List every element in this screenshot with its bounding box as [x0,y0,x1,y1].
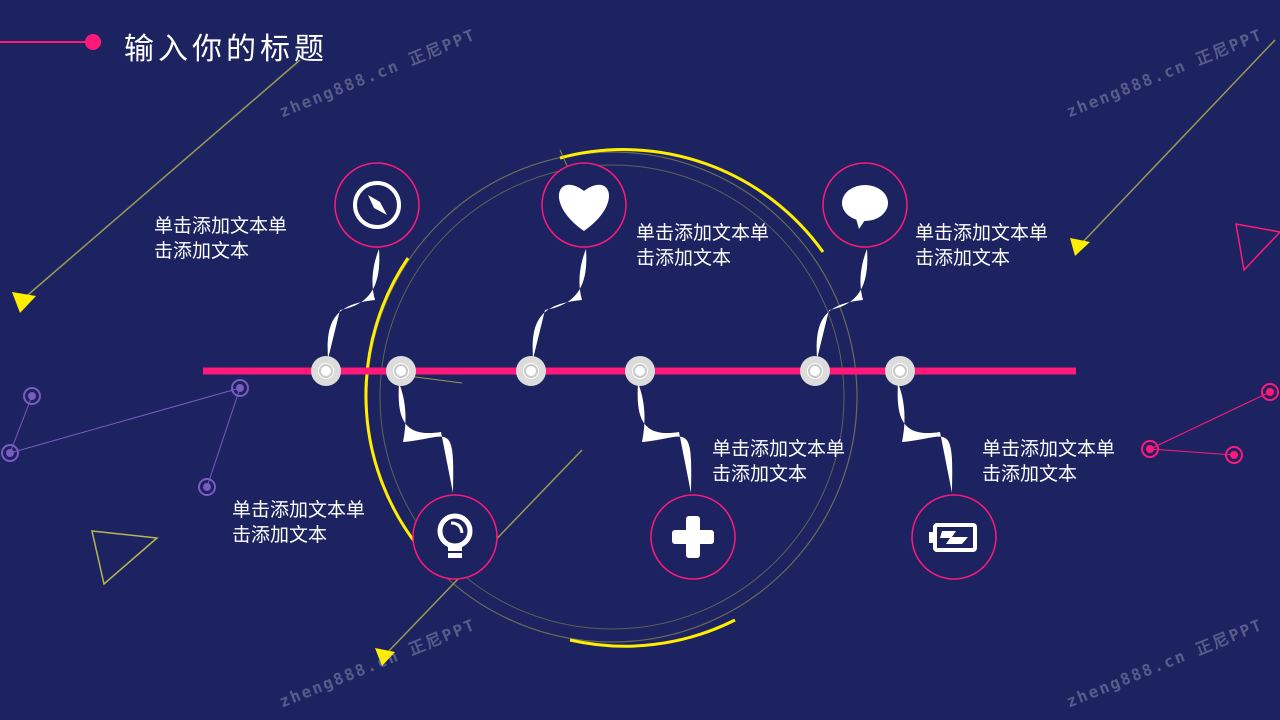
heart-icon[interactable] [541,162,627,248]
caption-compass[interactable]: 单击添加文本单 击添加文本 [154,215,288,262]
timeline-node-plus[interactable] [625,356,655,386]
speech-bubble-icon[interactable] [822,162,908,248]
center-arc-yellow [559,148,825,253]
decor-triangle [12,292,36,313]
connector-bulb [398,383,454,493]
timeline-connectors [327,249,953,493]
decor-line [1079,39,1276,246]
caption-chat[interactable]: 单击添加文本单 击添加文本 [915,222,1049,269]
compass-icon[interactable] [334,162,420,248]
caption-battery[interactable]: 单击添加文本单 击添加文本 [982,438,1116,485]
decor-triangle [1070,238,1090,256]
lightbulb-icon[interactable] [412,494,498,580]
caption-bulb[interactable]: 单击添加文本单 击添加文本 [232,499,366,546]
timeline-node-compass[interactable] [311,356,341,386]
timeline-node-bulb[interactable] [386,356,416,386]
caption-plus[interactable]: 单击添加文本单 击添加文本 [712,438,846,485]
slide-title[interactable]: 输入你的标题 [124,32,328,67]
center-arc-yellow [364,257,419,546]
battery-icon[interactable] [911,494,997,580]
timeline-node-battery[interactable] [885,356,915,386]
connector-plus [637,383,692,493]
connector-heart [532,249,587,359]
caption-heart[interactable]: 单击添加文本单 击添加文本 [636,222,770,269]
timeline-node-chat[interactable] [800,356,830,386]
timeline-nodes [311,356,915,386]
center-ring-inner [379,164,845,630]
decor-triangle-outline [1235,223,1280,272]
decor-network-right [1141,383,1279,464]
connector-battery [897,383,953,493]
title-marker-dot [85,34,101,50]
decor-triangle [375,648,395,666]
center-arc-yellow [569,618,736,648]
timeline-icons [334,162,997,580]
plus-icon[interactable] [650,494,736,580]
decor-line [21,59,301,301]
decor-network-left [1,379,249,496]
decor-triangle-outline [91,530,159,586]
timeline-node-heart[interactable] [516,356,546,386]
